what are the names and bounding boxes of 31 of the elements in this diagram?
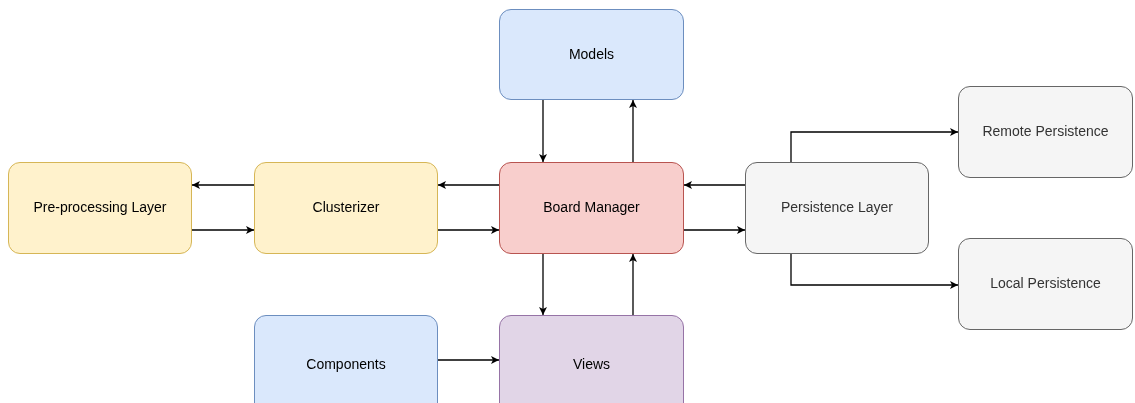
node-label: Persistence Layer (780, 199, 894, 217)
process-box (254, 315, 438, 403)
arrow (683, 181, 746, 189)
arrow (683, 226, 746, 234)
node-label: Pre-processing Layer (33, 199, 167, 217)
arrow (629, 253, 637, 316)
node-label: Local Persistence (990, 275, 1101, 293)
arrow (790, 128, 959, 163)
process-box (745, 162, 929, 254)
node-label: Clusterizer (312, 199, 380, 217)
node-label: Remote Persistence (982, 123, 1109, 141)
arrow (437, 226, 500, 234)
node-label: Board Manager (543, 199, 640, 217)
node-label: Views (572, 356, 611, 374)
storage-box (958, 86, 1133, 178)
node-label: Models (568, 45, 615, 64)
arrow (629, 99, 637, 163)
arrow (790, 253, 959, 289)
process-box (499, 315, 684, 403)
arrow (191, 181, 255, 189)
arrow (539, 253, 547, 316)
node-label: Components (306, 356, 386, 374)
arrow (437, 356, 500, 364)
process-box (499, 9, 684, 100)
process-box (254, 162, 438, 254)
arrow (437, 181, 500, 189)
process-box (8, 162, 192, 254)
process-box (499, 162, 684, 254)
arrow (539, 99, 547, 163)
storage-box (958, 238, 1133, 330)
arrow (191, 226, 255, 234)
